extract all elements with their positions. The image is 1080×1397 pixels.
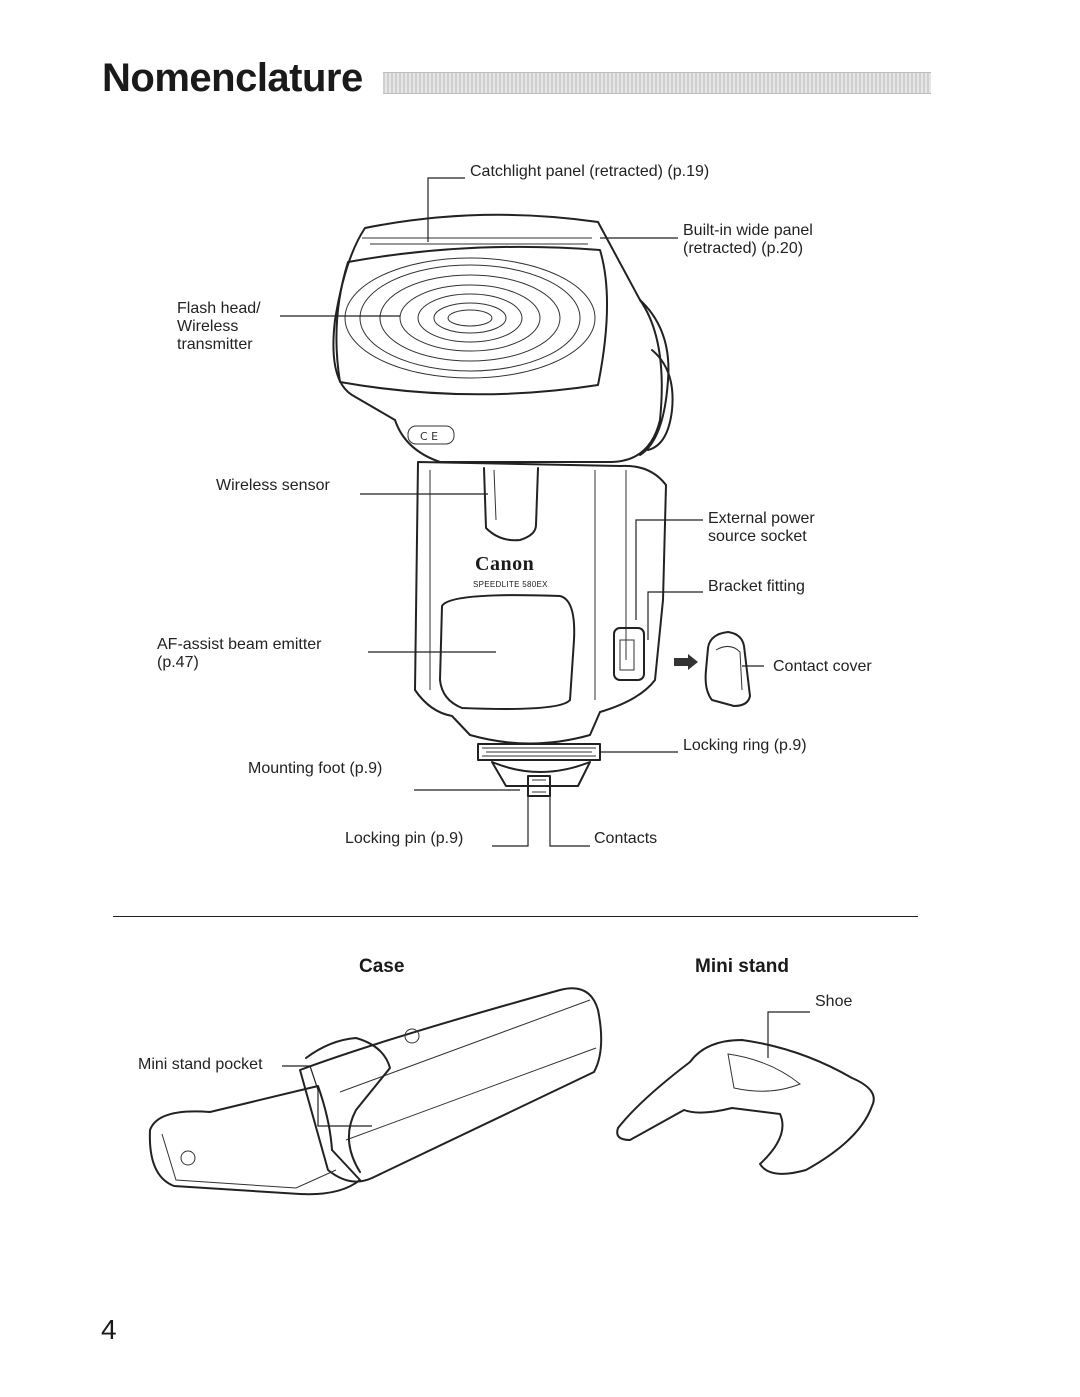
- contact-cover-drawing: [674, 631, 751, 707]
- title-decoration-bar: [383, 72, 931, 94]
- svg-text:C E: C E: [420, 430, 438, 443]
- label-wide-panel: Built-in wide panel (retracted) (p.20): [683, 222, 813, 257]
- label-flash-head: Flash head/ Wireless transmitter: [177, 300, 261, 353]
- label-shoe: Shoe: [815, 993, 853, 1010]
- flash-head-drawing: C E: [332, 213, 674, 463]
- label-mini-stand-pocket: Mini stand pocket: [138, 1056, 263, 1073]
- label-af-assist: AF-assist beam emitter (p.47): [157, 636, 322, 671]
- case-heading: Case: [359, 956, 405, 977]
- leader-lines: [280, 177, 764, 847]
- label-catchlight-panel: Catchlight panel (retracted) (p.19): [470, 163, 710, 180]
- page-number: 4: [101, 1314, 117, 1345]
- label-bracket-fitting: Bracket fitting: [708, 578, 805, 595]
- case-drawing: [148, 987, 603, 1196]
- mini-stand-heading: Mini stand: [695, 956, 789, 977]
- section-divider: [113, 916, 918, 917]
- flash-brand-text: Canon: [475, 553, 535, 575]
- page-title: Nomenclature: [102, 56, 363, 100]
- label-contact-cover: Contact cover: [773, 658, 872, 675]
- label-wireless-sensor: Wireless sensor: [216, 477, 330, 494]
- label-locking-ring: Locking ring (p.9): [683, 737, 807, 754]
- label-locking-pin: Locking pin (p.9): [345, 830, 464, 847]
- mounting-foot-drawing: [477, 743, 601, 797]
- flash-model-text: SPEEDLITE 580EX: [473, 580, 548, 589]
- label-contacts: Contacts: [594, 830, 658, 847]
- label-mounting-foot: Mounting foot (p.9): [248, 760, 383, 777]
- label-external-power: External power source socket: [708, 510, 815, 545]
- mini-stand-drawing: [616, 1011, 875, 1175]
- flash-body-drawing: [414, 461, 667, 745]
